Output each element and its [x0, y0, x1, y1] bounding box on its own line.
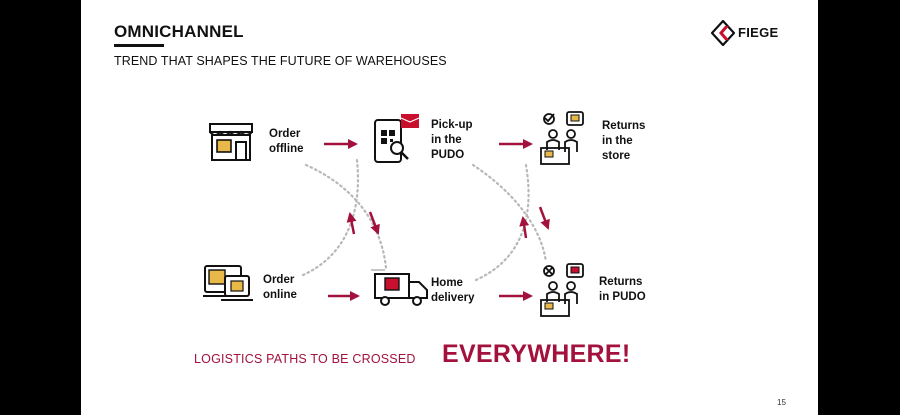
slide-subtitle: TREND THAT SHAPES THE FUTURE OF WAREHOUS… [114, 54, 447, 68]
dotted-path-online-to-pudo [301, 158, 359, 277]
delivery-truck-icon [371, 269, 428, 306]
dotted-path-pudo-to-returns-pudo [471, 163, 548, 264]
label-order-offline: Order offline [269, 128, 304, 155]
crossing-paths [301, 158, 548, 282]
logo-text: FIEGE [738, 25, 779, 40]
dotted-path-home-to-returns-store [474, 163, 530, 282]
dotted-path-offline-to-home [304, 163, 388, 270]
laptop-icon [203, 265, 253, 301]
tagline-emphasis: EVERYWHERE! [442, 340, 631, 368]
slide: OMNICHANNEL TREND THAT SHAPES THE FUTURE… [81, 0, 818, 415]
arrow-down-left [368, 211, 380, 235]
slide-title: OMNICHANNEL [114, 22, 244, 41]
omnichannel-diagram [203, 111, 584, 317]
fiege-logo: FIEGE [710, 19, 791, 47]
label-home-delivery: Home delivery [431, 277, 475, 304]
flow-arrows [324, 139, 550, 301]
fiege-logo-icon [710, 19, 736, 47]
phone-qr-icon [374, 114, 420, 163]
label-order-online: Order online [263, 274, 297, 301]
title-underline [114, 44, 164, 47]
returns-store-icon [540, 111, 584, 165]
arrow-up-left [346, 212, 357, 235]
arrow-down-right [538, 206, 550, 230]
arrow-up-right [519, 216, 530, 239]
label-returns-store: Returns in the store [602, 120, 646, 162]
page-number: 15 [777, 398, 786, 407]
store-icon [209, 123, 253, 161]
label-returns-pudo: Returns in PUDO [599, 276, 646, 303]
tagline: LOGISTICS PATHS TO BE CROSSED [194, 352, 416, 366]
returns-pudo-icon [540, 263, 584, 317]
label-pickup-pudo: Pick-up in the PUDO [431, 119, 473, 161]
